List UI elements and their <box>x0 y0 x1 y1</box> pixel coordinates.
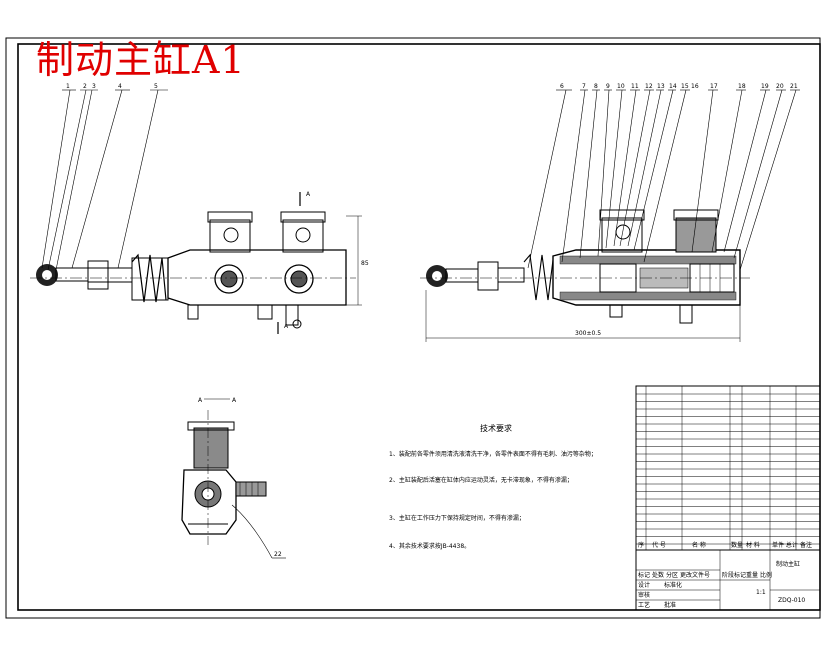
inner-frame <box>17 43 821 611</box>
cylinder-body <box>167 249 347 306</box>
svg-text:材 料: 材 料 <box>746 541 760 549</box>
svg-text:设计: 设计 <box>638 581 650 589</box>
svg-text:更改文件号: 更改文件号 <box>680 571 710 579</box>
svg-text:代 号: 代 号 <box>652 541 666 549</box>
svg-text:标记: 标记 <box>638 571 650 579</box>
svg-text:18: 18 <box>738 83 746 90</box>
svg-text:3、主缸在工作压力下保持规定时间，不得有渗漏；: 3、主缸在工作压力下保持规定时间，不得有渗漏； <box>389 514 525 522</box>
adjust-nut <box>87 260 109 290</box>
svg-text:批准: 批准 <box>664 601 676 609</box>
svg-text:比例: 比例 <box>760 571 772 579</box>
front-leaders <box>41 89 168 271</box>
parts-header: 序 代 号 名 称 数量 材 料 单件 总计 备注 <box>638 541 812 549</box>
svg-text:3: 3 <box>92 83 96 90</box>
svg-text:阶段标记: 阶段标记 <box>722 571 746 579</box>
svg-text:8: 8 <box>594 83 598 90</box>
title-block <box>635 549 821 611</box>
svg-text:审核: 审核 <box>638 591 650 599</box>
svg-text:15: 15 <box>681 83 689 90</box>
svg-text:2、主缸装配后活塞在缸体内应运动灵活，无卡滞现象，不得有渗漏: 2、主缸装配后活塞在缸体内应运动灵活，无卡滞现象，不得有渗漏； <box>389 476 573 484</box>
svg-text:4、其余技术要求按JB-4438。: 4、其余技术要求按JB-4438。 <box>389 542 470 550</box>
svg-text:9: 9 <box>606 83 610 90</box>
section-a-a-view: A A 22 <box>181 397 286 559</box>
drawing-name: 制动主缸 <box>776 560 800 568</box>
outlet-port-2 <box>284 264 314 294</box>
watermark-title: 制动主缸A1 <box>36 38 246 82</box>
scale: 1:1 <box>756 589 766 596</box>
section-balloons: 6 7 8 9 10 11 12 13 14 15 16 17 18 19 20… <box>560 83 798 90</box>
dust-boot <box>131 253 167 303</box>
svg-text:备注: 备注 <box>800 541 812 549</box>
svg-text:13: 13 <box>657 83 665 90</box>
reservoir-right <box>282 219 324 253</box>
svg-text:名 称: 名 称 <box>692 541 706 549</box>
svg-text:2: 2 <box>83 83 87 90</box>
svg-text:4: 4 <box>118 83 122 90</box>
svg-text:17: 17 <box>710 83 718 90</box>
section-leaders <box>527 89 800 271</box>
drawing-number: ZDQ-010 <box>778 597 805 604</box>
title-block-text: 制动主缸 ZDQ-010 1:1 标记 处数 分区 更改文件号 设计 标准化 审… <box>638 560 805 609</box>
outer-border <box>5 37 821 619</box>
svg-text:分区: 分区 <box>666 571 678 579</box>
svg-text:7: 7 <box>582 83 586 90</box>
svg-text:处数: 处数 <box>652 571 664 579</box>
section-view: 300±0.5 <box>420 209 750 342</box>
svg-text:重量: 重量 <box>746 571 758 579</box>
front-balloons: 1 2 3 4 5 <box>66 83 158 90</box>
section-label-bottom: A <box>284 323 289 330</box>
height-dimension: 85 <box>361 260 369 267</box>
section-label-top: A <box>306 191 311 198</box>
svg-text:21: 21 <box>790 83 798 90</box>
svg-text:1: 1 <box>66 83 70 90</box>
balloon-22: 22 <box>274 551 282 558</box>
push-rod <box>55 267 89 282</box>
tech-req-title: 技术要求 <box>480 423 512 433</box>
reservoir-left <box>209 219 251 253</box>
svg-text:16: 16 <box>691 83 699 90</box>
svg-text:12: 12 <box>645 83 653 90</box>
svg-text:10: 10 <box>617 83 625 90</box>
svg-text:14: 14 <box>669 83 677 90</box>
svg-text:1、装配前各零件须用清洗液清洗干净，各零件表面不得有毛刺、油: 1、装配前各零件须用清洗液清洗干净，各零件表面不得有毛刺、油污等杂物； <box>389 450 597 458</box>
svg-text:6: 6 <box>560 83 564 90</box>
svg-text:A: A <box>232 397 237 404</box>
svg-text:20: 20 <box>776 83 784 90</box>
svg-text:5: 5 <box>154 83 158 90</box>
technical-requirements: 技术要求 1、装配前各零件须用清洗液清洗干净，各零件表面不得有毛刺、油污等杂物；… <box>389 423 597 550</box>
svg-text:序: 序 <box>638 541 644 549</box>
svg-text:单件 总计: 单件 总计 <box>772 541 798 549</box>
svg-text:数量: 数量 <box>731 541 743 549</box>
outlet-port-1 <box>214 264 244 294</box>
svg-text:标准化: 标准化 <box>664 581 682 589</box>
length-dimension: 300±0.5 <box>575 330 601 337</box>
front-view: 85 A A <box>30 191 369 334</box>
parts-list <box>635 385 821 551</box>
svg-text:A: A <box>198 397 203 404</box>
svg-text:11: 11 <box>631 83 639 90</box>
svg-text:工艺: 工艺 <box>638 601 650 609</box>
svg-text:19: 19 <box>761 83 769 90</box>
